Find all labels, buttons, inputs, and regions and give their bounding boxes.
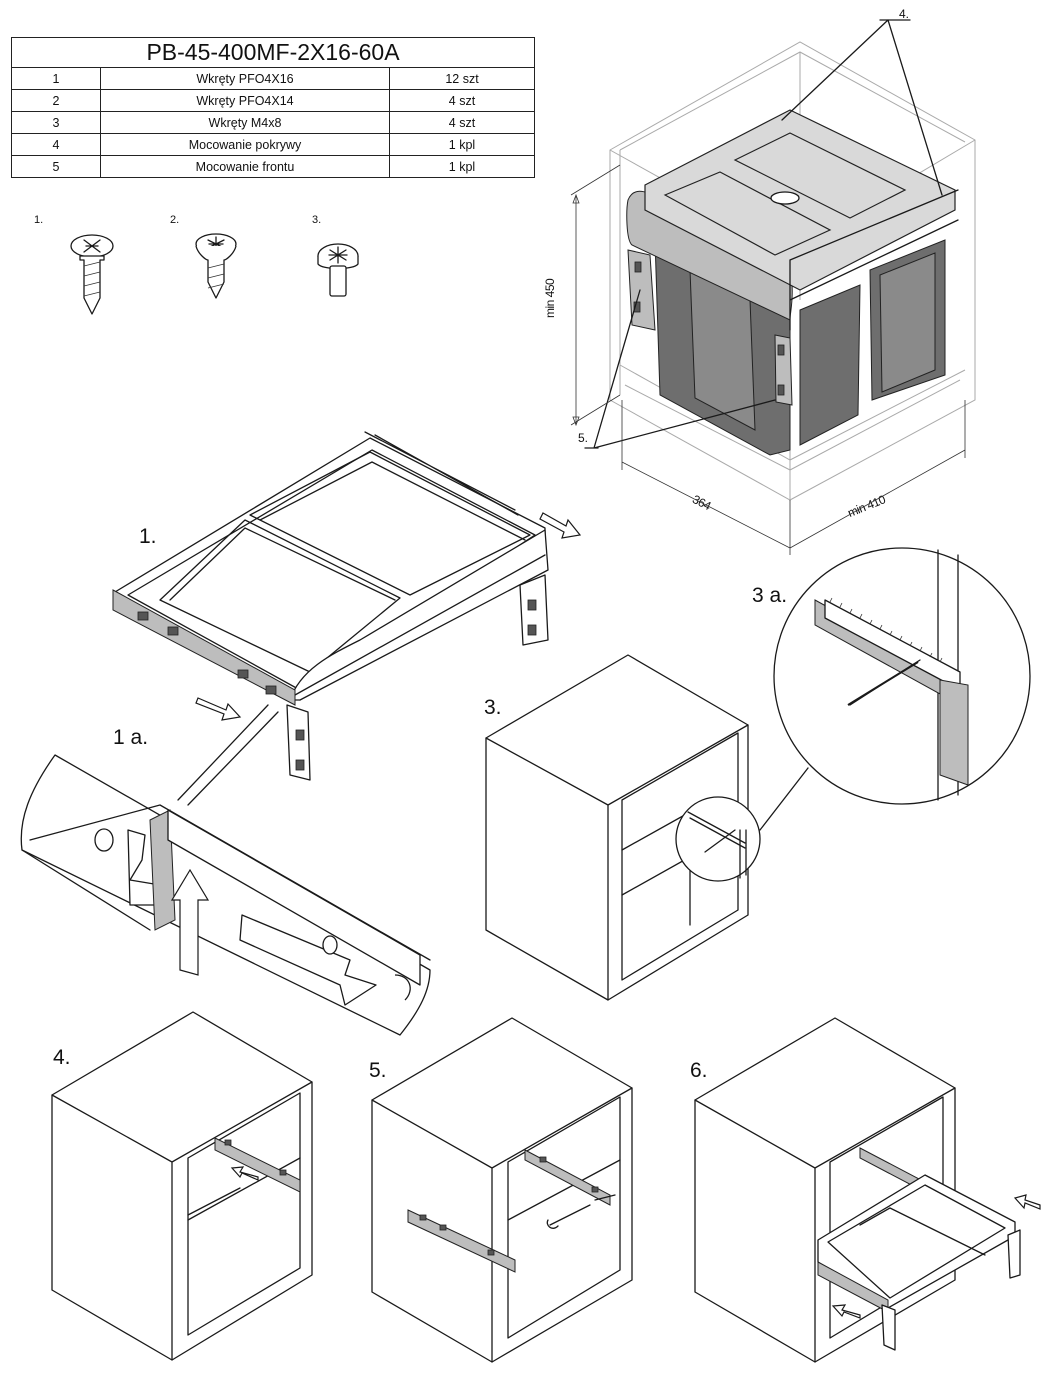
screw-3-label: 3. <box>312 214 322 226</box>
callout-lid-lines <box>781 19 943 196</box>
machine-screw-icon <box>317 243 359 297</box>
step-6-label: 6. <box>690 1059 708 1082</box>
step-3-label: 3. <box>484 696 502 719</box>
parts-table-title: PB-45-400MF-2X16-60A <box>11 37 535 68</box>
part-number: 5 <box>11 155 101 178</box>
part-quantity: 4 szt <box>389 111 535 134</box>
step-1a-pointer <box>177 704 279 806</box>
step-1-frame <box>112 431 549 781</box>
step-5-cabinet <box>371 1017 633 1363</box>
screw-1-label: 1. <box>34 214 44 226</box>
step-1-label: 1. <box>139 525 157 548</box>
step-1a-label: 1 a. <box>113 726 149 749</box>
step-3a-magnifier <box>773 547 1031 805</box>
part-name: Mocowanie frontu <box>100 155 390 178</box>
step-1a-detail <box>20 754 431 1036</box>
overview-dimensions <box>570 164 966 555</box>
slide-in-arrow-icon <box>195 697 242 721</box>
callout-front-mount: 5. <box>578 431 589 445</box>
step-4-cabinet <box>51 1011 313 1361</box>
callout-front-lines <box>584 289 776 449</box>
step-3a-label: 3 a. <box>752 584 788 607</box>
part-quantity: 1 kpl <box>389 155 535 178</box>
step-6-cabinet <box>694 1017 1041 1363</box>
step-4-label: 4. <box>53 1046 71 1069</box>
countersunk-screw-icon <box>195 233 237 299</box>
slide-out-arrow-icon <box>539 512 582 539</box>
overview-bin-unit <box>626 109 959 456</box>
screw-2-label: 2. <box>170 214 180 226</box>
parts-table-header: PB-45-400MF-2X16-60A <box>11 37 535 68</box>
callout-lid-mount: 4. <box>899 7 910 21</box>
step-5-label: 5. <box>369 1059 387 1082</box>
step-3-cabinet <box>485 654 809 1001</box>
flat-head-screw-icon <box>70 234 114 315</box>
